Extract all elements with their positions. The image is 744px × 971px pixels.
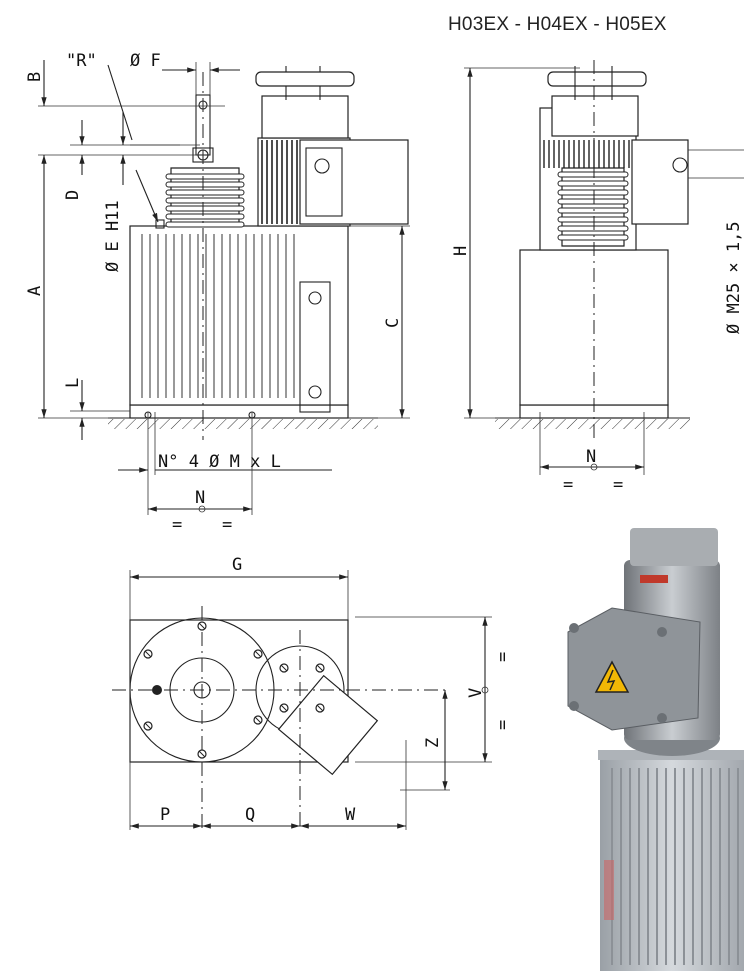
front-tank-ribs [141, 234, 295, 398]
label-thread: Ø M25 × 1,5 [724, 221, 744, 334]
bellows-ring [165, 173, 245, 180]
label-B: B [25, 72, 45, 82]
bolt-mark [254, 716, 262, 724]
side-bellows-ring [557, 198, 629, 205]
photo-junction-box [567, 607, 701, 731]
label-E: Ø E H11 [103, 200, 123, 272]
bellows-ring [165, 205, 245, 212]
label-W: W [345, 805, 356, 825]
label-C: C [383, 318, 403, 328]
product-photo [567, 528, 744, 971]
front-port-lower [308, 385, 322, 399]
bolt-mark [144, 722, 152, 730]
label-Z: Z [423, 738, 443, 748]
side-bellows-ring [557, 207, 629, 214]
bellows-ring [165, 213, 245, 220]
side-junction-box [631, 139, 689, 225]
bolt-mark [316, 664, 324, 672]
label-eq1-side: = [563, 475, 573, 495]
label-A: A [25, 286, 45, 296]
label-D: D [63, 190, 83, 200]
front-motor-fan-cover [261, 95, 349, 139]
side-bellows-ring [557, 234, 629, 241]
side-bellows [561, 167, 625, 247]
bellows-ring [165, 181, 245, 188]
front-junction-box [299, 139, 409, 225]
label-R: "R" [66, 51, 97, 71]
side-bellows-rings [557, 171, 629, 241]
label-mount: N° 4 Ø M x L [158, 452, 281, 472]
top-junction-box [277, 674, 379, 776]
label-L: L [63, 378, 83, 388]
leader-R [135, 169, 159, 223]
front-cable-gland [314, 158, 330, 174]
electrical-warning-icon [594, 660, 630, 693]
bolt-mark [280, 704, 288, 712]
label-eq1-top: = [493, 652, 513, 662]
label-eq2-side: = [613, 475, 623, 495]
bolt-mark [144, 650, 152, 658]
side-bellows-ring [557, 189, 629, 196]
bellows-ring [165, 221, 245, 228]
label-eq2-front: = [222, 515, 232, 535]
side-fan-cover [551, 95, 639, 137]
side-motor-cap [547, 71, 647, 87]
bolt-mark [254, 650, 262, 658]
label-F: Ø F [130, 51, 161, 71]
label-N-side: N [586, 447, 596, 467]
label-Q: Q [245, 805, 255, 825]
side-bellows-ring [557, 225, 629, 232]
side-bellows-ring [557, 216, 629, 223]
label-G: G [232, 555, 242, 575]
bolt-mark [280, 664, 288, 672]
side-view [464, 60, 744, 475]
photo-fan-cover [630, 528, 718, 566]
label-H: H [451, 246, 471, 256]
photo-nameplate [640, 575, 668, 583]
top-view [112, 570, 492, 830]
label-P: P [160, 805, 170, 825]
side-cable-gland [672, 157, 688, 173]
front-view [38, 60, 410, 515]
model-title: H03EX - H04EX - H05EX [448, 14, 667, 35]
front-motor-cap [255, 71, 355, 87]
bellows-ring [165, 189, 245, 196]
side-motor-fins [543, 140, 630, 168]
front-side-panel [299, 281, 331, 413]
front-port-upper [308, 291, 322, 305]
bolt-mark [198, 750, 206, 758]
side-bellows-ring [557, 171, 629, 178]
side-ground-hatch [495, 419, 690, 429]
front-ground-hatch [108, 419, 378, 429]
label-eq2-top: = [493, 720, 513, 730]
label-V: V [466, 688, 486, 698]
side-bellows-ring [557, 180, 629, 187]
label-eq1-front: = [172, 515, 182, 535]
bolt-mark [316, 704, 324, 712]
bellows-ring [165, 197, 245, 204]
bolt-mark [198, 622, 206, 630]
front-bellows-rings [165, 173, 245, 228]
label-N-front: N [195, 488, 205, 508]
front-motor-fins [261, 140, 298, 224]
front-tank [129, 225, 349, 406]
